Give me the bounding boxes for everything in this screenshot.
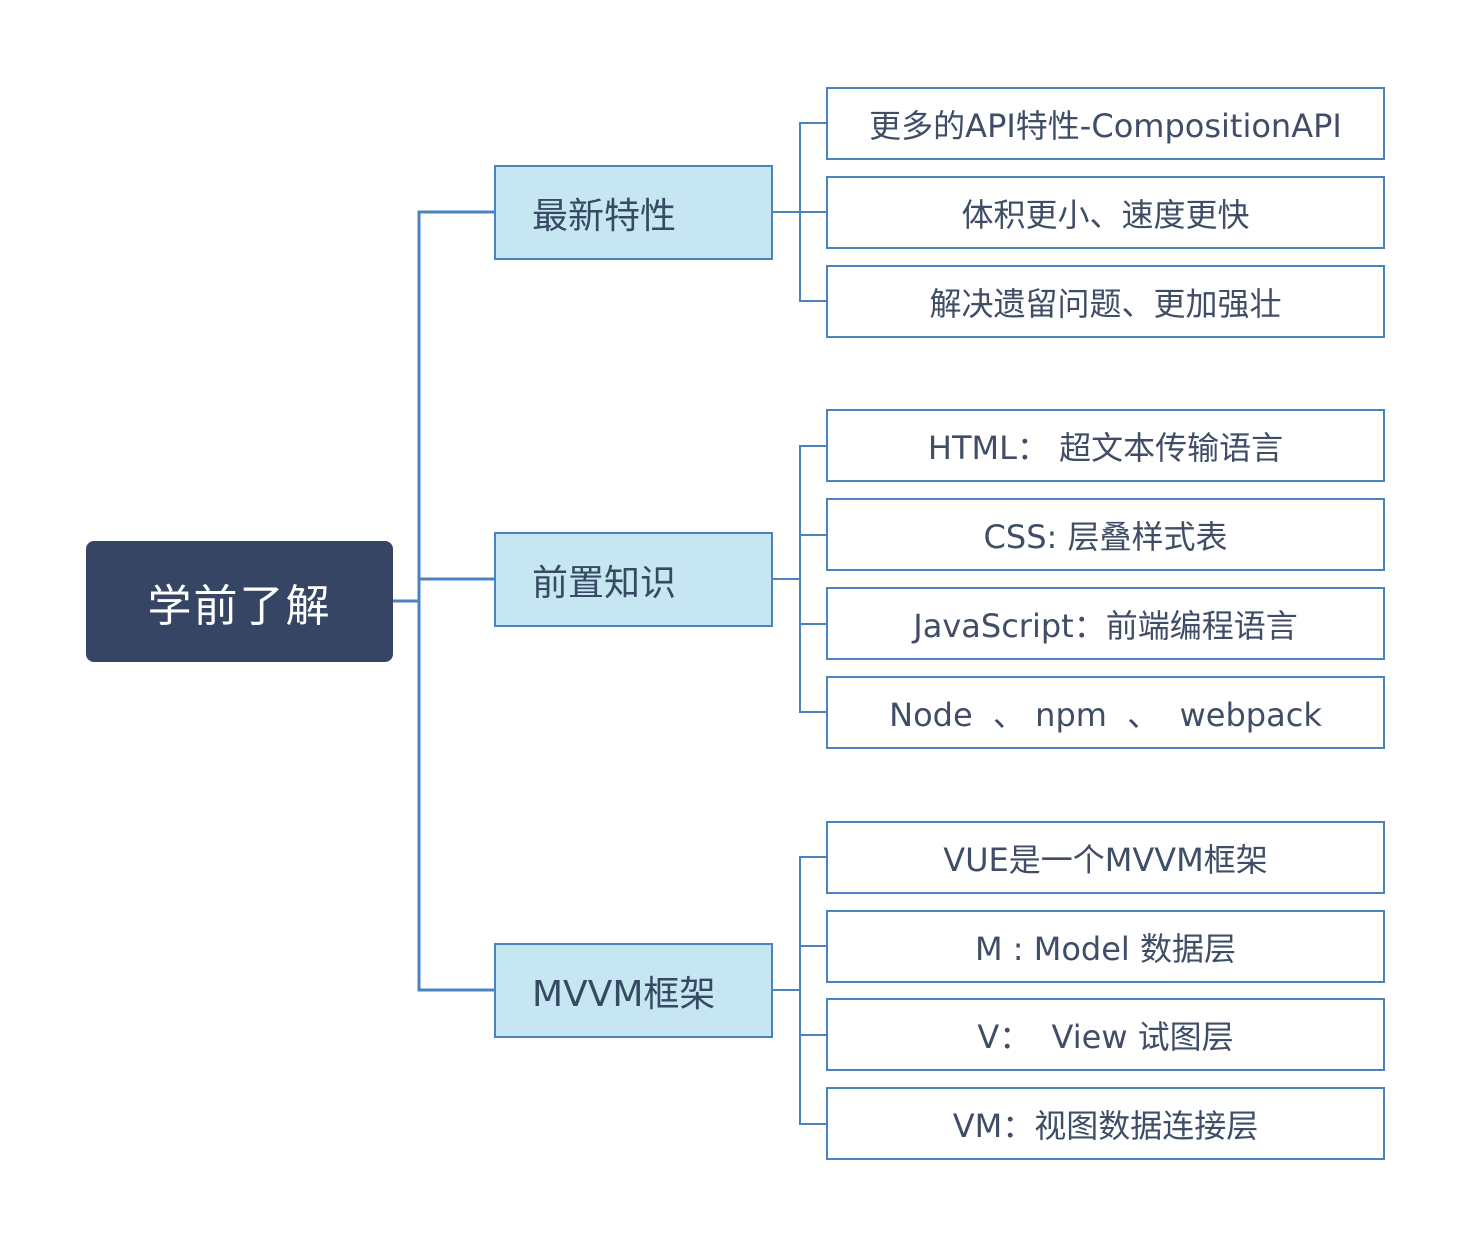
leaf-label: HTML： 超文本传输语言	[927, 428, 1284, 467]
leaf-label: Node 、 npm 、 webpack	[889, 695, 1322, 734]
leaf-node[interactable]: VM：视图数据连接层	[826, 1087, 1385, 1160]
leaf-label: 更多的API特性-CompositionAPI	[869, 106, 1342, 145]
leaf-node[interactable]: 解决遗留问题、更加强壮	[826, 265, 1385, 338]
leaf-node[interactable]: M : Model 数据层	[826, 910, 1385, 983]
branch-node-mvvm[interactable]: MVVM框架	[494, 943, 773, 1038]
leaf-node[interactable]: JavaScript：前端编程语言	[826, 587, 1385, 660]
branch-node-prerequisites[interactable]: 前置知识	[494, 532, 773, 627]
branch-label: MVVM框架	[532, 973, 716, 1015]
leaf-node[interactable]: Node 、 npm 、 webpack	[826, 676, 1385, 749]
leaf-label: M : Model 数据层	[975, 929, 1236, 968]
leaf-label: JavaScript：前端编程语言	[913, 606, 1298, 645]
leaf-label: 解决遗留问题、更加强壮	[929, 284, 1282, 323]
leaf-label: VM：视图数据连接层	[952, 1106, 1259, 1145]
leaf-node[interactable]: CSS: 层叠样式表	[826, 498, 1385, 571]
branch-node-latest-features[interactable]: 最新特性	[494, 165, 773, 260]
root-label: 学前了解	[147, 580, 332, 632]
branch-label: 最新特性	[532, 195, 677, 237]
branch-label: 前置知识	[532, 562, 677, 604]
leaf-label: VUE是一个MVVM框架	[943, 840, 1268, 879]
leaf-node[interactable]: 体积更小、速度更快	[826, 176, 1385, 249]
leaf-node[interactable]: HTML： 超文本传输语言	[826, 409, 1385, 482]
leaf-node[interactable]: V： View 试图层	[826, 998, 1385, 1071]
root-node[interactable]: 学前了解	[86, 541, 393, 662]
leaf-label: V： View 试图层	[977, 1017, 1234, 1056]
leaf-node[interactable]: VUE是一个MVVM框架	[826, 821, 1385, 894]
leaf-label: CSS: 层叠样式表	[983, 517, 1228, 556]
leaf-node[interactable]: 更多的API特性-CompositionAPI	[826, 87, 1385, 160]
leaf-label: 体积更小、速度更快	[961, 195, 1250, 234]
